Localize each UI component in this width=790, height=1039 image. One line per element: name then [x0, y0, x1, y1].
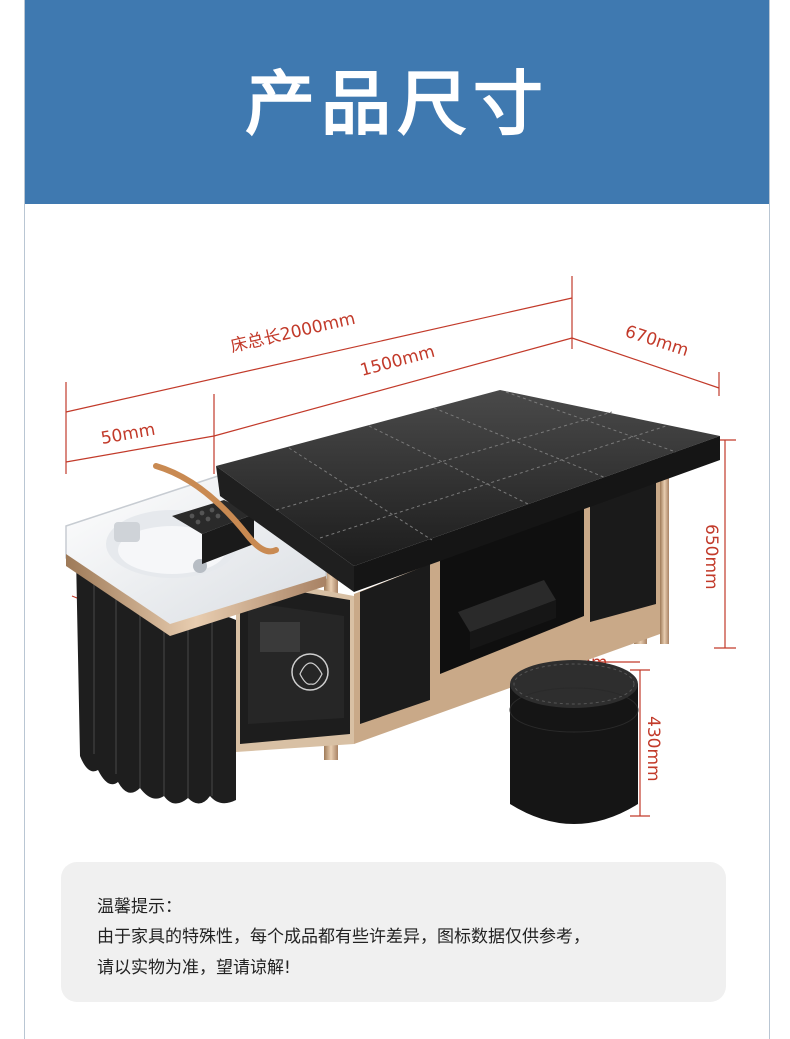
- width-label: 670mm: [622, 322, 691, 361]
- bed-cushion: [216, 390, 720, 592]
- bed-length-label: 1500mm: [358, 342, 437, 381]
- neck-rest: [153, 463, 279, 564]
- page-title: 产品尺寸: [245, 63, 549, 145]
- basin-length-label: 50mm: [99, 420, 156, 449]
- notice-box: 温馨提示： 由于家具的特殊性，每个成品都有些许差异，图标数据仅供参考， 请以实物…: [61, 862, 726, 1002]
- bed-illustration: 床总长2000mm 1500mm 50mm 670mm 650mm 450mm …: [65, 276, 736, 824]
- height-label: 650mm: [701, 524, 721, 590]
- page-frame: [24, 0, 770, 1039]
- product-dimension-figure: 床总长2000mm 1500mm 50mm 670mm 650mm 450mm …: [24, 204, 770, 844]
- notice-title: 温馨提示：: [97, 897, 182, 917]
- notice-line-1: 由于家具的特殊性，每个成品都有些许差异，图标数据仅供参考，: [97, 927, 590, 947]
- header-banner: 产品尺寸: [24, 0, 770, 204]
- notice-line-2: 请以实物为准，望请谅解!: [97, 958, 291, 978]
- stool: [509, 660, 639, 824]
- total-length-label: 床总长2000mm: [229, 309, 358, 357]
- stool-height-label: 430mm: [643, 716, 663, 782]
- control-panel: [248, 602, 344, 724]
